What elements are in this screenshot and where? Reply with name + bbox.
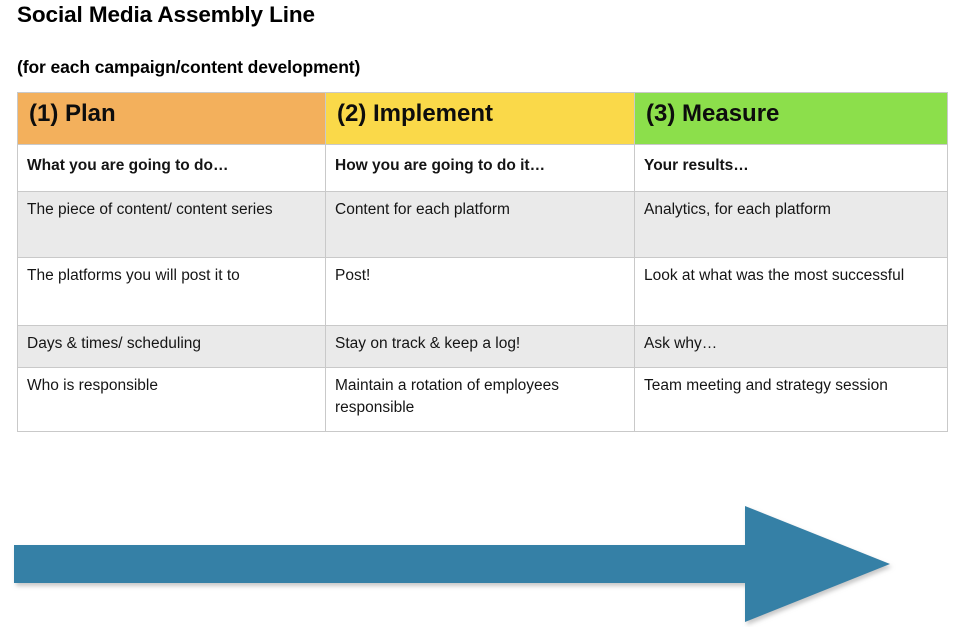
cell-measure-4: Team meeting and strategy session — [634, 367, 948, 432]
page-title: Social Media Assembly Line — [17, 2, 315, 27]
cell-implement-1: Content for each platform — [325, 191, 635, 258]
cell-measure-3: Ask why… — [634, 325, 948, 368]
table-header-row: (1) Plan (2) Implement (3) Measure — [17, 92, 948, 145]
cell-measure-1: Analytics, for each platform — [634, 191, 948, 258]
cell-plan-3: Days & times/ scheduling — [17, 325, 326, 368]
assembly-line-table-container: (1) Plan (2) Implement (3) Measure What … — [17, 92, 948, 432]
column-subheader-plan: What you are going to do… — [17, 144, 326, 192]
column-header-plan: (1) Plan — [17, 92, 326, 145]
table-row: The piece of content/ content series Con… — [17, 191, 948, 258]
page-subtitle: (for each campaign/content development) — [17, 57, 361, 77]
cell-measure-2: Look at what was the most successful — [634, 257, 948, 326]
column-header-measure: (3) Measure — [634, 92, 948, 145]
cell-implement-4: Maintain a rotation of employees respons… — [325, 367, 635, 432]
cell-plan-2: The platforms you will post it to — [17, 257, 326, 326]
assembly-line-table: (1) Plan (2) Implement (3) Measure What … — [17, 92, 948, 432]
column-subheader-implement: How you are going to do it… — [325, 144, 635, 192]
column-header-implement: (2) Implement — [325, 92, 635, 145]
column-subheader-measure: Your results… — [634, 144, 948, 192]
right-arrow-icon — [14, 506, 890, 622]
cell-plan-4: Who is responsible — [17, 367, 326, 432]
process-flow-arrow-container — [0, 488, 975, 627]
cell-implement-2: Post! — [325, 257, 635, 326]
table-row: Who is responsible Maintain a rotation o… — [17, 367, 948, 432]
table-row: Days & times/ scheduling Stay on track &… — [17, 325, 948, 368]
table-subheader-row: What you are going to do… How you are go… — [17, 144, 948, 192]
cell-implement-3: Stay on track & keep a log! — [325, 325, 635, 368]
cell-plan-1: The piece of content/ content series — [17, 191, 326, 258]
table-row: The platforms you will post it to Post! … — [17, 257, 948, 326]
